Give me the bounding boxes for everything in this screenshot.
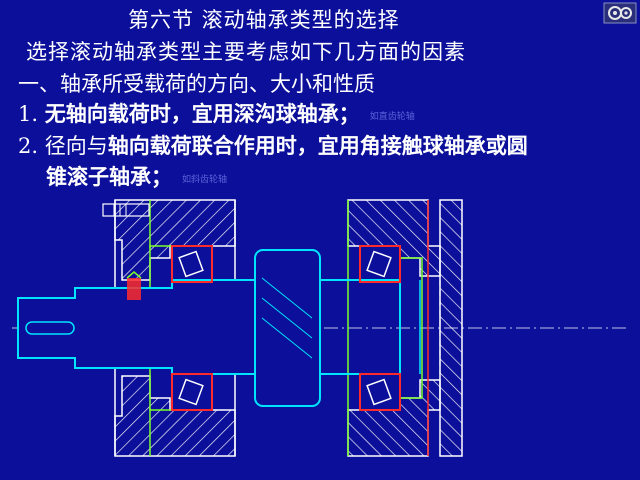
factor-heading: 一、轴承所受载荷的方向、大小和性质 — [18, 68, 375, 98]
factor-item-2-prefix: 2. 径向与 — [18, 134, 108, 158]
factor-item-1-prefix: 1. — [18, 102, 45, 126]
page-title: 第六节 滚动轴承类型的选择 — [128, 8, 400, 32]
factor-item-2: 2. 径向与轴向载荷联合作用时，宜用角接触球轴承或圆 — [18, 130, 528, 160]
seal — [126, 271, 142, 300]
shaft — [17, 279, 401, 375]
bolt — [102, 203, 150, 217]
factor-item-1-text: 无轴向载荷时，宜用深沟球轴承； — [44, 101, 360, 126]
gear-logo-icon — [603, 2, 637, 24]
factor-item-2-cont-text: 锥滚子轴承； — [46, 164, 172, 189]
factor-item-2-text: 轴向载荷联合作用时，宜用角接触球轴承或圆 — [107, 133, 528, 158]
left-bearing — [171, 245, 213, 411]
factor-item-2-cont: 锥滚子轴承； 如斜齿轮轴 — [46, 161, 227, 191]
factor-heading-text: 一、轴承所受载荷的方向、大小和性质 — [18, 72, 375, 96]
page-subtitle: 选择滚动轴承类型主要考虑如下几方面的因素 — [26, 40, 466, 64]
right-housing — [347, 199, 463, 457]
gear — [254, 249, 321, 407]
factor-item-1: 1. 无轴向载荷时，宜用深沟球轴承； 如直齿轮轴 — [18, 98, 415, 128]
bearing-assembly-drawing — [12, 199, 630, 457]
right-bearing — [359, 245, 401, 411]
factor-item-2-note: 如斜齿轮轴 — [182, 175, 228, 185]
factor-item-1-note: 如直齿轮轴 — [369, 112, 415, 122]
key-slot — [25, 321, 75, 335]
